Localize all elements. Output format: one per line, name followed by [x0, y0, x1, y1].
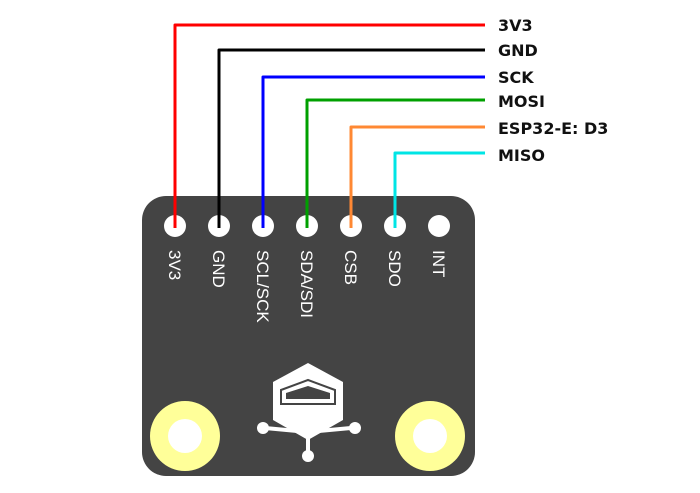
wire-sck: [261, 75, 485, 226]
wire-miso: [393, 151, 485, 226]
pin-header: [164, 214, 450, 237]
wire-mosi: [305, 98, 485, 226]
wire-label-esp32-d3: ESP32-E: D3: [498, 119, 608, 138]
wires: [173, 23, 485, 226]
pin-pad-int: [428, 215, 450, 237]
sensor-board: [142, 196, 475, 476]
wire-label-3v3: 3V3: [498, 16, 533, 35]
pin-labels: 3V3 GND SCL/SCK SDA/SDI CSB SDO INT: [165, 250, 448, 323]
brand-logo-icon: [257, 363, 361, 462]
wire-label-gnd: GND: [498, 41, 538, 60]
wire-gnd: [217, 48, 485, 226]
pin-label-gnd: GND: [209, 250, 228, 288]
mounting-hole-right: [395, 401, 465, 471]
wire-labels: 3V3 GND SCK MOSI ESP32-E: D3 MISO: [498, 16, 608, 165]
pin-label-int: INT: [429, 250, 448, 277]
wire-label-mosi: MOSI: [498, 92, 545, 111]
pin-label-3v3: 3V3: [165, 250, 184, 280]
pin-label-scl-sck: SCL/SCK: [253, 250, 272, 323]
wire-label-sck: SCK: [498, 68, 534, 87]
wire-esp32-e-d3: [349, 125, 485, 226]
wire-label-miso: MISO: [498, 146, 545, 165]
wire-3v3: [173, 23, 485, 226]
pin-label-sda-sdi: SDA/SDI: [297, 250, 316, 318]
pin-label-sdo: SDO: [385, 250, 404, 287]
mounting-hole-left: [150, 401, 220, 471]
pin-label-csb: CSB: [341, 250, 360, 285]
